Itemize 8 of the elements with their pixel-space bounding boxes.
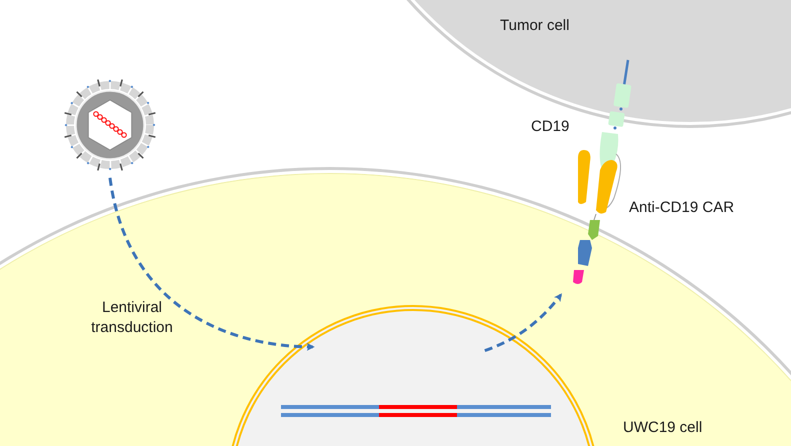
process-label: Lentiviral transduction: [90, 298, 174, 337]
dashed-arrow: [108, 178, 315, 351]
process-label: Anti-CD19 CAR: [629, 198, 736, 218]
cell-label: Tumor cell: [500, 17, 570, 36]
lentivirus-drawing: [62, 77, 158, 173]
dashed-arrow: [484, 293, 562, 352]
cell-label: UWC19 cell: [623, 419, 702, 438]
process-label: CD19: [531, 117, 570, 136]
